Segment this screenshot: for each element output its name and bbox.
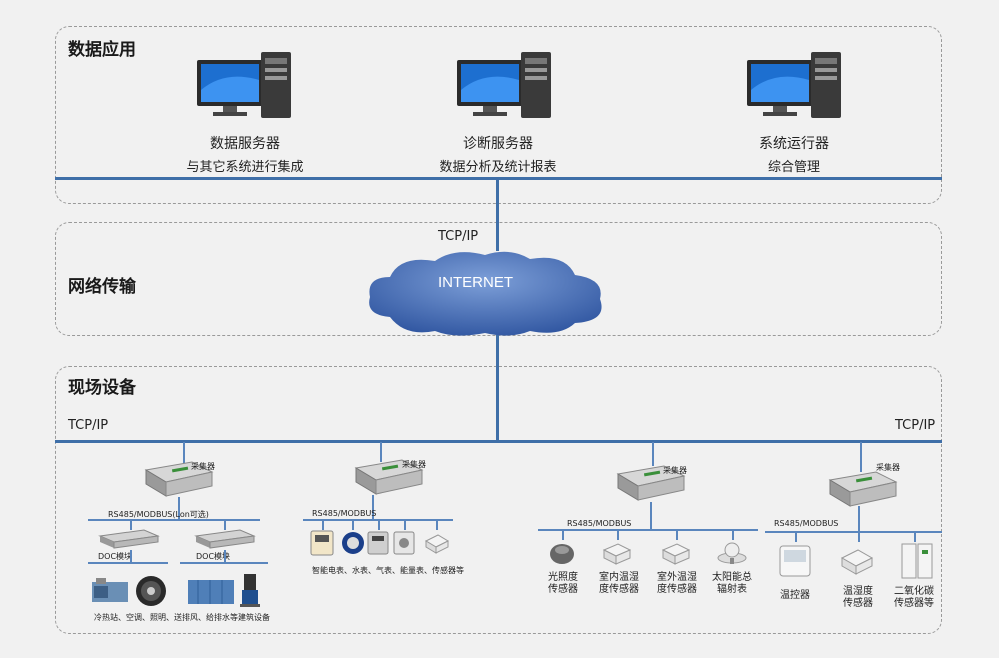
thermostat-icon — [779, 545, 811, 577]
collector-device-icon — [828, 471, 898, 507]
light-sensor-icon — [550, 544, 574, 564]
sensor-label: 温湿度 传感器 — [843, 586, 873, 609]
server-sub: 数据分析及统计报表 — [439, 160, 557, 175]
collector-label: 采集器 — [191, 462, 215, 471]
zone-title-app: 数据应用 — [68, 40, 136, 60]
server-bus-line — [55, 177, 942, 180]
bus-drop — [858, 506, 860, 532]
bus-drop — [372, 495, 374, 519]
bus-drop — [858, 532, 860, 542]
zone-title-network: 网络传输 — [68, 277, 136, 297]
collector-device-icon — [144, 461, 214, 497]
indoor-humidity-sensor-icon — [602, 543, 632, 565]
server-computer-icon — [197, 52, 291, 118]
fan-icon — [136, 576, 166, 606]
bus-drop — [378, 520, 380, 530]
protocol-label-right: TCP/IP — [895, 418, 936, 433]
bus-drop — [676, 530, 678, 540]
chiller-icon — [92, 578, 128, 602]
air-handling-unit-icon — [188, 580, 234, 604]
sensor-label: 太阳能总 辐射表 — [712, 572, 752, 595]
internet-label: INTERNET — [438, 274, 513, 291]
sub-bus-line — [88, 562, 168, 564]
solar-radiation-meter-icon — [717, 542, 747, 564]
bus-label: RS485/MODBUS — [774, 519, 839, 528]
device-group-caption: 冷热站、空调、照明、送排风、给排水等建筑设备 — [94, 613, 270, 622]
sensor-label: 二氧化碳 传感器等 — [894, 586, 934, 609]
bus-drop — [562, 530, 564, 540]
temp-humidity-sensor-icon — [840, 549, 874, 575]
bus-drop — [224, 520, 226, 530]
bus-drop — [650, 502, 652, 530]
bus-drop — [404, 520, 406, 530]
server-name: 系统运行器 — [759, 136, 829, 152]
doc-module-icon — [194, 529, 256, 549]
doc-module-icon — [98, 529, 160, 549]
water-meter-icon — [342, 532, 364, 554]
bus-drop — [130, 520, 132, 530]
bus-drop — [130, 550, 132, 562]
uplink-line — [496, 179, 499, 251]
sub-bus-line — [538, 529, 758, 531]
bus-label: RS485/MODBUS(Lon可选) — [108, 510, 209, 519]
bus-label: RS485/MODBUS — [567, 519, 632, 528]
bus-drop — [178, 497, 180, 519]
smart-meter-icon — [310, 530, 334, 556]
sub-bus-line — [180, 562, 268, 564]
energy-meter-icon — [393, 531, 415, 555]
server-computer-icon — [747, 52, 841, 118]
collector-device-icon — [616, 465, 686, 501]
water-pump-icon — [240, 574, 260, 607]
bus-drop — [322, 520, 324, 530]
collector-drop — [380, 442, 382, 462]
server-name: 诊断服务器 — [463, 136, 533, 152]
sensor-label: 室外温湿 度传感器 — [657, 572, 697, 595]
collector-label: 采集器 — [876, 463, 900, 472]
collector-drop — [860, 442, 862, 472]
server-computer-icon — [457, 52, 551, 118]
sensor-icon — [424, 534, 450, 554]
bus-label: RS485/MODBUS — [312, 509, 377, 518]
doc-module-label: DOC模块 — [98, 552, 133, 561]
collector-drop — [652, 442, 654, 466]
device-group-caption: 智能电表、水表、气表、能量表、传感器等 — [312, 566, 464, 575]
field-bus-line — [55, 440, 942, 443]
collector-label: 采集器 — [663, 466, 687, 475]
gas-meter-icon — [367, 531, 389, 555]
internet-cloud-icon — [369, 251, 602, 336]
protocol-label-top: TCP/IP — [438, 229, 479, 244]
server-name: 数据服务器 — [210, 136, 280, 152]
bus-drop — [224, 550, 226, 562]
sub-bus-line — [765, 531, 942, 533]
bus-drop — [732, 530, 734, 540]
collector-label: 采集器 — [402, 460, 426, 469]
server-sub: 与其它系统进行集成 — [186, 160, 304, 175]
sensor-label: 室内温湿 度传感器 — [599, 572, 639, 595]
protocol-label-left: TCP/IP — [68, 418, 109, 433]
zone-title-field: 现场设备 — [68, 378, 136, 398]
sensor-label: 光照度 传感器 — [548, 572, 578, 595]
co2-sensor-icon — [901, 543, 933, 579]
bus-drop — [436, 520, 438, 530]
downlink-line — [496, 335, 499, 442]
bus-drop — [914, 532, 916, 542]
outdoor-humidity-sensor-icon — [661, 543, 691, 565]
bus-drop — [617, 530, 619, 540]
sensor-label: 温控器 — [780, 590, 810, 601]
collector-drop — [183, 442, 185, 464]
collector-device-icon — [354, 459, 424, 495]
bus-drop — [352, 520, 354, 530]
bus-drop — [795, 532, 797, 542]
server-sub: 综合管理 — [767, 160, 820, 175]
sub-bus-line — [88, 519, 260, 521]
doc-module-label: DOC模块 — [196, 552, 231, 561]
